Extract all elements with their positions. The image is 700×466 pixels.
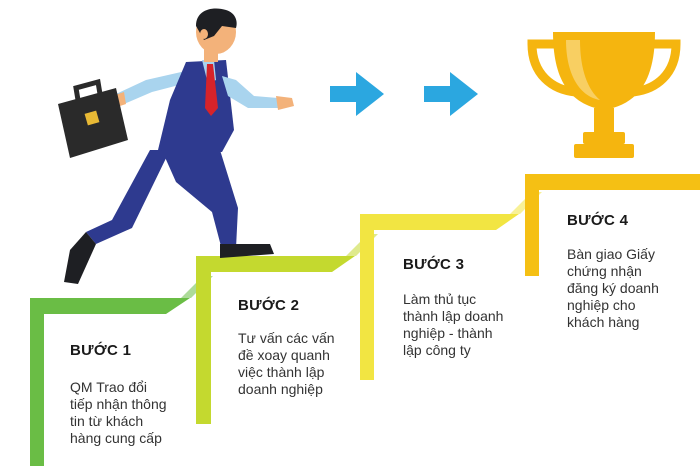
step-4-title: BƯỚC 4	[567, 212, 629, 229]
step-1-description: QM Trao đổi tiếp nhận thông tin từ khách…	[70, 379, 167, 446]
step-3-title: BƯỚC 3	[403, 256, 465, 273]
briefcase-icon	[58, 78, 128, 158]
step-4-bracket	[525, 174, 700, 276]
step-2-description: Tư vấn các vấn đề xoay quanh việc thành …	[238, 330, 335, 397]
step-1-title: BƯỚC 1	[70, 342, 132, 359]
step-3-description: Làm thủ tục thành lập doanh nghiệp - thà…	[403, 291, 504, 358]
arrow-right-icon	[424, 72, 478, 116]
step-2-title: BƯỚC 2	[238, 297, 300, 314]
step-4-description: Bàn giao Giấy chứng nhận đăng ký doanh n…	[567, 246, 659, 330]
businessman-illustration	[58, 8, 294, 284]
trophy-icon	[527, 32, 681, 158]
arrow-right-icon	[330, 72, 384, 116]
